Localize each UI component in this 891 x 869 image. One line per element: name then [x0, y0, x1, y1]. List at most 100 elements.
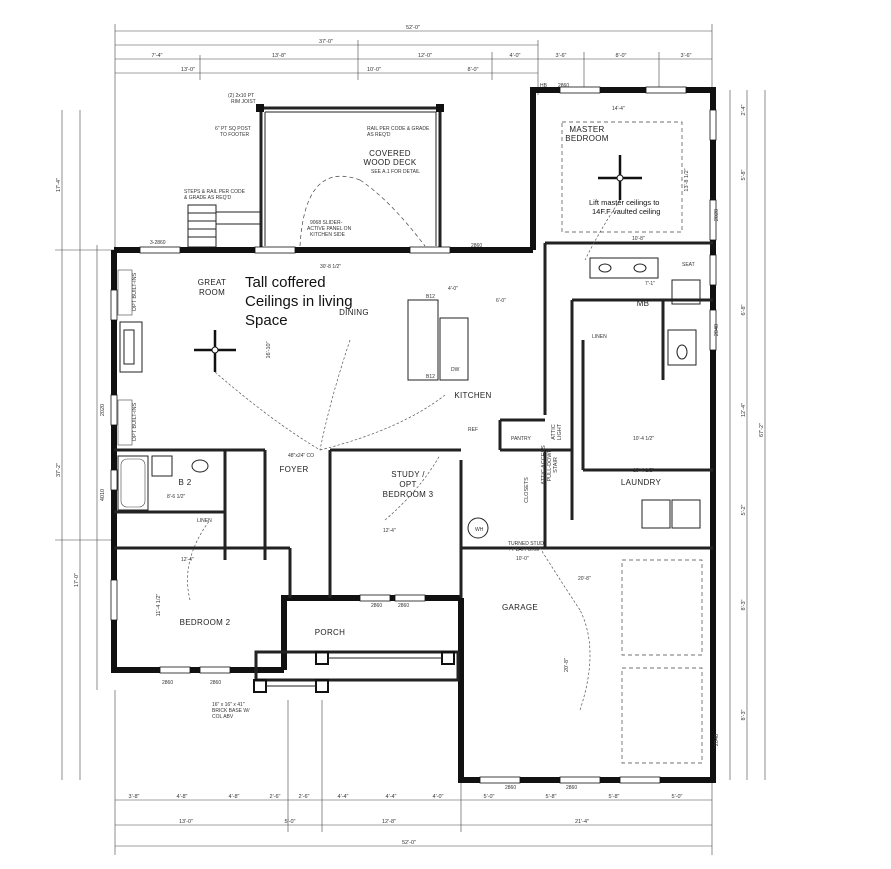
living-annotation-line-2: Ceilings in living — [245, 293, 353, 310]
window-2040: 2040 — [714, 324, 720, 336]
study-dim: 12'-4" — [383, 528, 396, 534]
door-2860-g: 2860 — [505, 785, 516, 791]
post-note-1: 6" PT SQ POST — [215, 126, 251, 132]
closets-label: CLOSETS — [524, 477, 530, 503]
top-dim-r2-1: 13'-0" — [181, 67, 195, 73]
ceiling-fan-great-room — [194, 330, 236, 372]
window-2020: 2020 — [100, 404, 106, 416]
label-master-1: MASTER — [569, 125, 604, 134]
right-dim-6: 5'-2" — [741, 504, 747, 515]
post-note-2: TO FOOTER — [220, 132, 249, 138]
garage-top-dim: 10'-0" — [516, 556, 529, 562]
brick-base-note-2: BRICK BASE W/ — [212, 708, 250, 714]
master-depth: 13'-8 1/2" — [684, 168, 690, 191]
hb-label: HB — [540, 83, 548, 89]
attic-access-1: ATTIC ACCESS — [541, 445, 547, 485]
label-kitchen: KITCHEN — [454, 391, 491, 400]
opt-built-ins-top: OPT BUILT-INS — [132, 272, 138, 311]
linen-label: LINEN — [197, 518, 212, 524]
window-2020b: 2020 — [714, 209, 720, 221]
deck-detail-note: SEE A.1 FOR DETAIL — [371, 169, 420, 175]
label-b2: B 2 — [179, 478, 192, 487]
bottom-dim-12: 5'-0" — [672, 794, 683, 800]
door-2860-b: 2860 — [558, 83, 569, 89]
attic-light-2: LIGHT — [557, 423, 563, 440]
deck-label-2: WOOD DECK — [364, 158, 417, 167]
label-porch: PORCH — [315, 628, 345, 637]
bottom-dim-3: 4'-8" — [229, 794, 240, 800]
laundry-dim: 10'-4 1/2" — [633, 436, 654, 442]
right-dim-4: 6'-8" — [741, 304, 747, 315]
top-dim-3: 12'-0" — [418, 53, 432, 59]
master-annotation-line-1: Lift master ceilings to — [589, 198, 660, 207]
overall-width-bottom: 52'-0" — [402, 840, 416, 846]
bottom-dim-7: 4'-4" — [386, 794, 397, 800]
opt-built-ins-bottom: OPT BUILT-INS — [132, 402, 138, 441]
master-base: 10'-8" — [632, 236, 645, 242]
label-pantry: PANTRY — [511, 436, 531, 442]
water-heater — [467, 517, 489, 539]
brick-base-note-1: 16" x 16" x 41" — [212, 702, 245, 708]
label-study-1: STUDY / — [391, 470, 425, 479]
foyer-opening: 48"x24" CO — [288, 453, 314, 459]
attic-access-3: STAIR — [553, 457, 559, 473]
living-annotation-line-3: Space — [245, 312, 288, 329]
bottom-dims-row1: 3'-8" 4'-8" 4'-8" 2'-6" 2'-6" 4'-4" 4'-4… — [129, 794, 683, 800]
bottom-dim-r2-3: 12'-8" — [382, 819, 396, 825]
fireplace — [119, 321, 143, 373]
bottom-dim-1: 3'-8" — [129, 794, 140, 800]
laundry-dim-2: 10'-4 1/2" — [633, 468, 654, 474]
label-laundry: LAUNDRY — [621, 478, 662, 487]
bottom-dims-row2: 13'-0" 5'-0" 12'-8" 21'-4" — [179, 819, 589, 825]
porch — [253, 650, 460, 693]
garage-cars — [621, 559, 703, 764]
bottom-dim-5: 2'-6" — [299, 794, 310, 800]
right-dim-1: 67'-2" — [759, 423, 765, 437]
slider-note-2: ACTIVE PANEL ON — [307, 226, 352, 232]
attic-light-1: ATTIC — [551, 424, 557, 440]
door-2860-d: 2860 — [398, 603, 409, 609]
top-dims-row1: 7'-4" 13'-8" 12'-0" 4'-0" 3'-6" 8'-0" 3'… — [152, 53, 692, 59]
label-bedroom2: BEDROOM 2 — [180, 618, 231, 627]
inner-width-top: 37'-0" — [319, 39, 333, 45]
overall-width-top: 52'-0" — [406, 25, 420, 31]
bottom-dim-r2-1: 13'-0" — [179, 819, 193, 825]
top-dim-r2-3: 8'-0" — [468, 67, 479, 73]
window-2040b: 2040 — [714, 734, 720, 746]
right-dim-2: 2'-4" — [741, 104, 747, 115]
master-tray-ceiling — [561, 121, 683, 233]
garage-width: 20'-8" — [578, 576, 591, 582]
slider-note-3: KITCHEN SIDE — [310, 232, 346, 238]
bottom-dim-11: 5'-8" — [609, 794, 620, 800]
windows — [110, 86, 717, 784]
master-ceiling-annotation: Lift master ceilings to 14F.F vaulted ce… — [589, 198, 689, 216]
dw-label: DW — [451, 367, 460, 373]
opt-built-ins — [117, 269, 133, 446]
ref-label: REF — [468, 427, 478, 433]
window-3-2860: 3-2860 — [150, 240, 166, 246]
laundry-fixtures — [641, 499, 701, 529]
door-2860-f: 2860 — [210, 680, 221, 686]
top-dim-r2-2: 10'-0" — [367, 67, 381, 73]
label-great-room-2: ROOM — [199, 288, 225, 297]
steps-note-1: STEPS & RAIL PER CODE — [184, 189, 246, 195]
bottom-dim-2: 4'-8" — [177, 794, 188, 800]
kitchen-width-1: 4'-0" — [448, 286, 458, 292]
brick-base-note-3: COL ABV — [212, 714, 234, 720]
top-dim-4: 4'-0" — [510, 53, 521, 59]
right-dim-7: 8'-3" — [741, 599, 747, 610]
top-dim-2: 13'-8" — [272, 53, 286, 59]
mb-dim: 7'-1" — [645, 281, 655, 287]
rim-joist-note-1: (2) 2x10 PT — [228, 93, 254, 99]
bottom-dim-8: 4'-0" — [433, 794, 444, 800]
right-dim-5: 12'-4" — [741, 403, 747, 417]
label-study-2: OPT — [399, 480, 416, 489]
bottom-dim-9: 5'-0" — [484, 794, 495, 800]
great-room-dim: 16'-10" — [266, 341, 272, 358]
living-ceiling-annotation: Tall coffered Ceilings in living Space — [245, 273, 385, 330]
rail-note-2: AS REQ'D — [367, 132, 391, 138]
great-room-depth: 30'-8 1/2" — [320, 264, 341, 270]
label-study-3: BEDROOM 3 — [383, 490, 434, 499]
b12-b: B12 — [426, 374, 435, 380]
